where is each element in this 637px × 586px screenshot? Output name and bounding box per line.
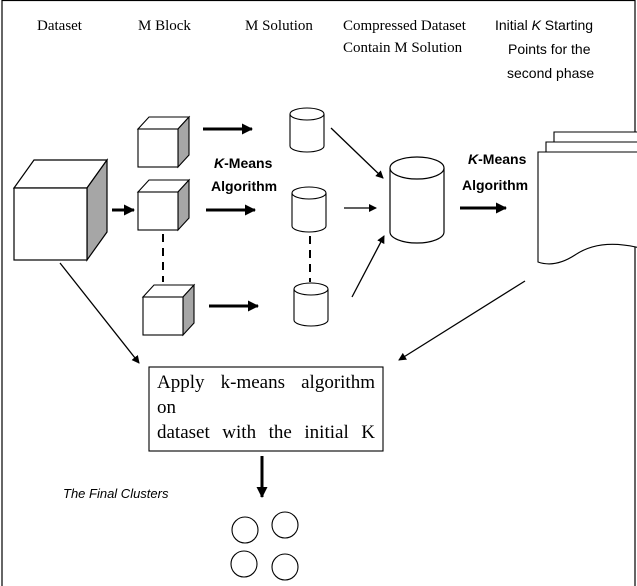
cluster-circle-2: [271, 511, 299, 539]
header-dataset: Dataset: [37, 18, 83, 34]
arrow-solution1-to-compressed: [330, 127, 384, 179]
algorithm-label-2-line1: K-Means: [468, 151, 527, 167]
m-solution-cylinder-2: [291, 186, 327, 233]
apply-box-text: Apply k-means algorithm on dataset with …: [149, 367, 383, 451]
header-initial-k-line3: second phase: [507, 65, 594, 81]
m-solution-cylinder-3: [293, 282, 329, 327]
final-clusters-label: The Final Clusters: [63, 486, 169, 501]
arrow-initial-points-to-apply-box: [398, 280, 526, 361]
m-block-cube-2: [136, 178, 191, 232]
arrow-dataset-to-apply-box: [59, 262, 140, 364]
algorithm-label-2-line2: Algorithm: [462, 177, 528, 193]
m-block-cube-3: [141, 283, 196, 337]
compressed-dataset-cylinder: [389, 156, 445, 244]
header-m-solution: M Solution: [245, 18, 313, 34]
header-initial-k-line2: Points for the: [508, 41, 591, 57]
apply-box-line-1: Apply k-means algorithm on: [157, 372, 375, 418]
m-solution-cylinder-1: [289, 107, 325, 153]
arrow-solution3-to-compressed: [351, 235, 385, 298]
initial-points-document-stack: [537, 131, 637, 265]
algorithm-label-1-line2: Algorithm: [211, 178, 277, 194]
cluster-circle-4: [271, 553, 299, 581]
apply-box-line-2: dataset with the initial K: [157, 422, 375, 443]
apply-kmeans-box: [148, 366, 384, 452]
cluster-circle-3: [230, 550, 258, 578]
dataset-cube: [12, 158, 109, 262]
header-compressed-line1: Compressed Dataset: [343, 18, 467, 34]
algorithm-label-1-line1: K-Means: [214, 155, 273, 171]
header-m-block: M Block: [138, 18, 191, 34]
header-compressed-line2: Contain M Solution: [343, 40, 463, 56]
cluster-circle-1: [231, 516, 259, 544]
m-block-cube-1: [136, 115, 191, 169]
header-initial-k-line1: Initial K Starting: [495, 17, 593, 33]
